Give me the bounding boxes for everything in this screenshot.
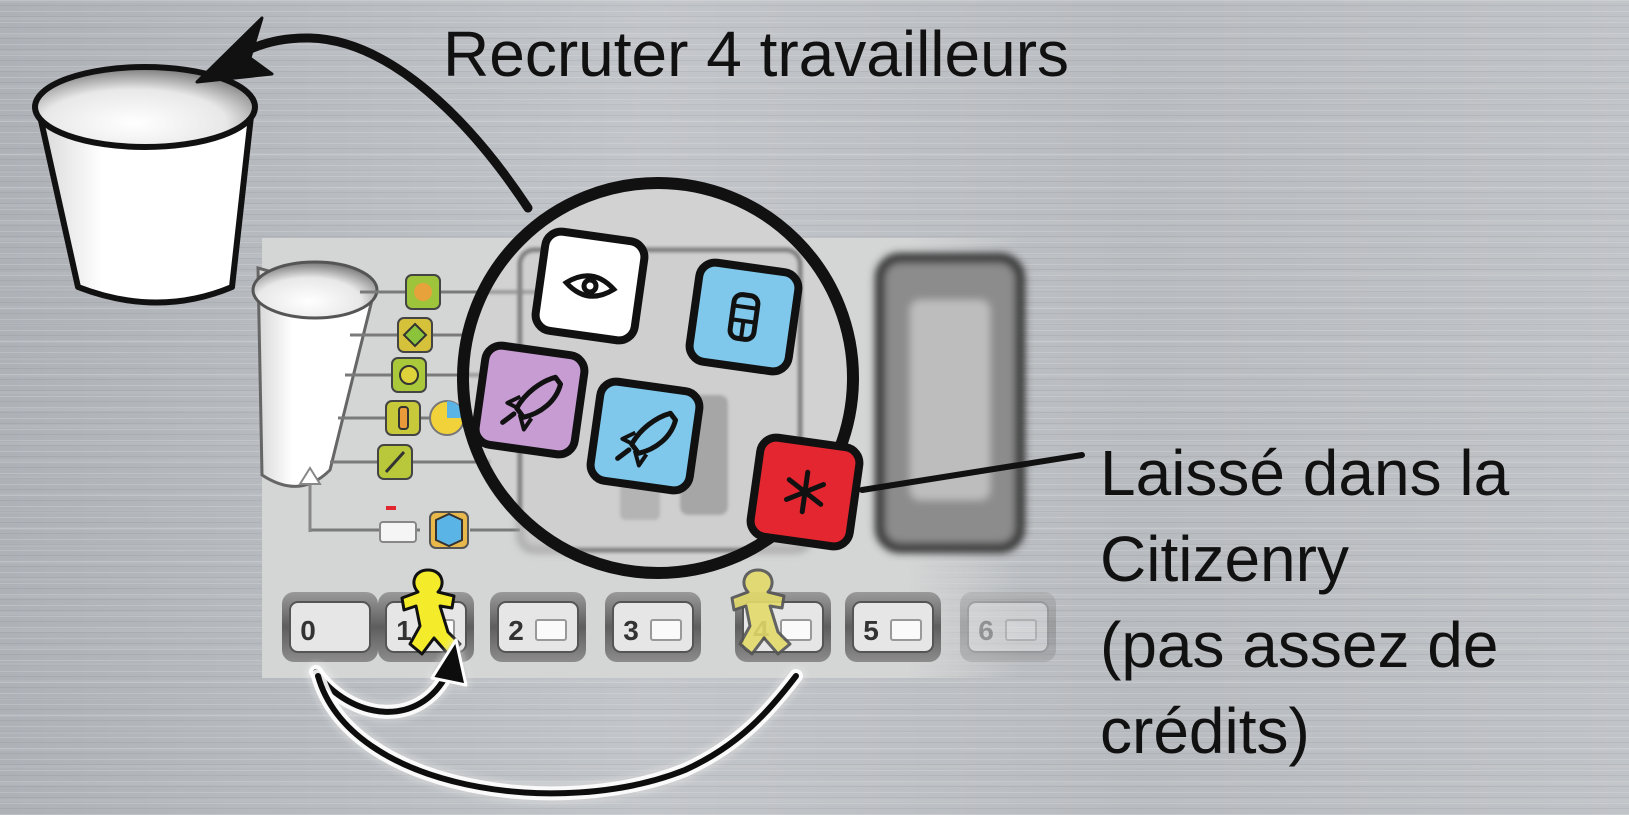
credit-icon [1005, 619, 1037, 641]
track-slot: 5 [845, 592, 941, 662]
credit-track: 0123456 [282, 592, 1056, 662]
worker-die [531, 227, 649, 345]
track-slot-label: 2 [508, 615, 524, 646]
cylinder-icon [727, 292, 761, 342]
track-slot-label: 1 [396, 615, 412, 646]
meeple-faded-icon [730, 568, 792, 656]
track-slot-label: 3 [623, 615, 639, 646]
worker-die [586, 377, 704, 495]
track-slot: 6 [960, 592, 1056, 662]
track-slot: 2 [490, 592, 586, 662]
note-line-4: crédits) [1100, 695, 1310, 767]
citizenry-note: Laissé dans la Citizenry (pas assez de c… [1100, 430, 1509, 774]
credit-icon [650, 619, 682, 641]
track-slot: 3 [605, 592, 701, 662]
rocket-icon [615, 410, 679, 468]
track-slot-label: 0 [300, 615, 316, 646]
worker-die [471, 341, 589, 459]
diagram-title: Recruter 4 travailleurs [443, 18, 1069, 90]
board-token-icons [377, 274, 469, 549]
worker-dice [471, 227, 864, 551]
note-line-1: Laissé dans la [1100, 437, 1510, 509]
worker-die [746, 433, 864, 551]
track-slot-label: 6 [978, 615, 994, 646]
credit-icon [780, 619, 812, 641]
asterisk-icon [783, 469, 827, 515]
board-cup-icon [251, 260, 379, 488]
track-arrows [309, 638, 803, 801]
rocket-icon [500, 374, 564, 432]
meeple-bright-icon [400, 568, 462, 656]
credit-icon [535, 619, 567, 641]
citizenry-cup-icon [32, 64, 258, 306]
eye-icon [562, 273, 618, 299]
recruit-arrow [195, 16, 533, 213]
credit-icon [890, 619, 922, 641]
note-line-3: (pas assez de [1100, 609, 1499, 681]
track-slot: 0 [282, 592, 378, 662]
track-slot-label: 5 [863, 615, 879, 646]
callout-line [859, 452, 1085, 493]
worker-die [685, 258, 803, 376]
note-line-2: Citizenry [1100, 523, 1349, 595]
